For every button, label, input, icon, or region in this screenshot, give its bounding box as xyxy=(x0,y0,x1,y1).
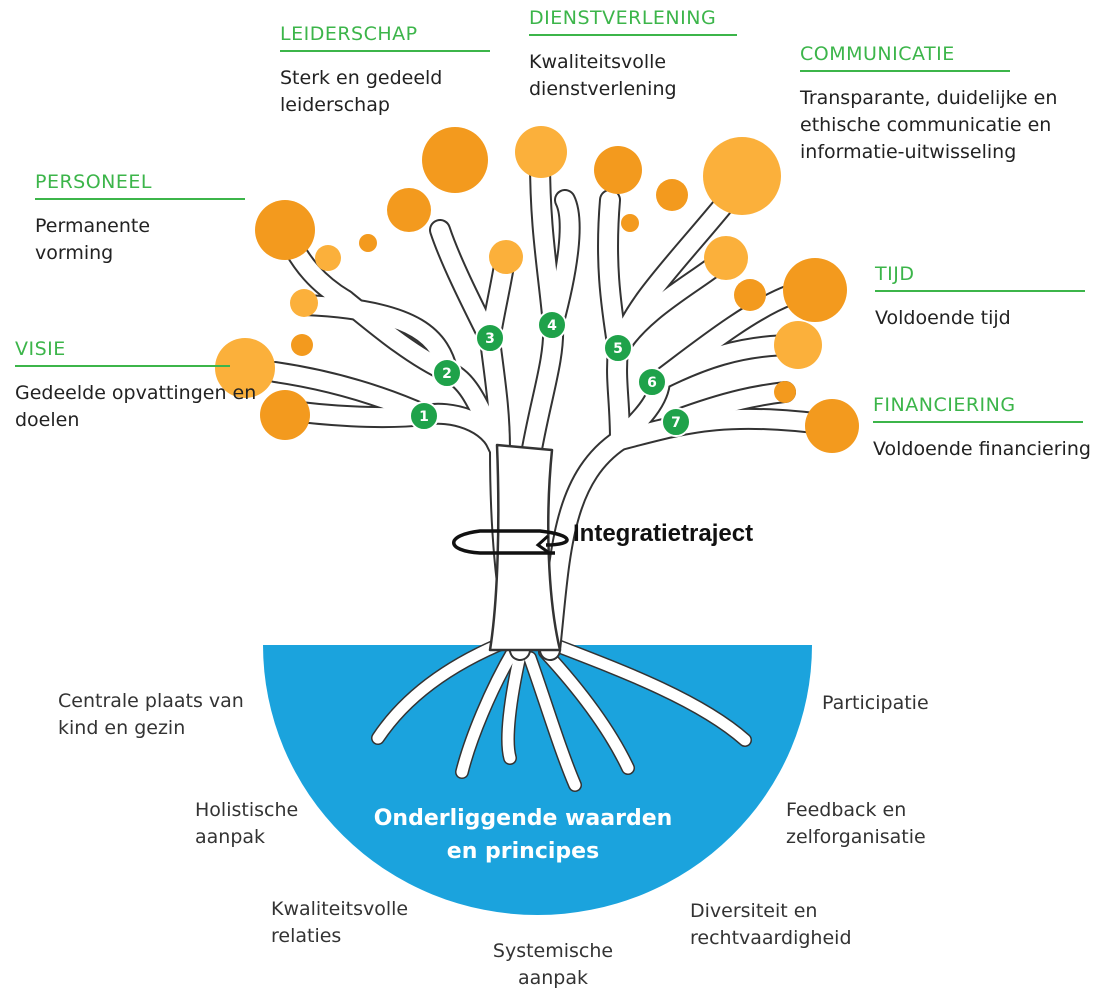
root-value-systemische-aanpak: Systemische aanpak xyxy=(492,940,614,989)
bubble xyxy=(621,214,639,232)
category-description: Voldoende tijd xyxy=(875,307,1011,329)
category-leiderschap: LEIDERSCHAP Sterk en gedeeld leiderschap xyxy=(280,22,495,119)
category-visie: VISIE Gedeelde opvattingen en doelen xyxy=(15,337,256,434)
bubble xyxy=(734,279,766,311)
bubble xyxy=(515,126,567,178)
bubble xyxy=(387,188,431,232)
root-value-kwaliteitsvolle-relaties: Kwaliteitsvolle relaties xyxy=(271,898,409,947)
bubble xyxy=(260,390,310,440)
bubble xyxy=(774,321,822,369)
category-dienstverlening: DIENSTVERLENING Kwaliteitsvolle dienstve… xyxy=(529,6,744,103)
category-description: Gedeelde opvattingen en doelen xyxy=(15,382,257,431)
category-title: COMMUNICATIE xyxy=(800,43,955,65)
category-description: Transparante, duidelijke en ethische com… xyxy=(800,87,1058,163)
category-title: FINANCIERING xyxy=(873,394,1016,416)
badge-circle xyxy=(637,367,667,397)
category-title: VISIE xyxy=(15,338,66,360)
category-description: Kwaliteitsvolle dienstverlening xyxy=(529,51,677,100)
bubble xyxy=(315,245,341,271)
category-description: Sterk en gedeeld leiderschap xyxy=(280,67,443,116)
branches xyxy=(264,149,841,661)
badge-number-5: 5 xyxy=(613,341,623,357)
badge-number-3: 3 xyxy=(485,331,495,347)
trunk-label: Integratietraject xyxy=(573,520,754,547)
bubble xyxy=(422,127,488,193)
category-description: Voldoende financiering xyxy=(873,438,1091,460)
bubble xyxy=(704,236,748,280)
badge-circle xyxy=(409,401,439,431)
category-tijd: TIJD Voldoende tijd xyxy=(875,262,1090,332)
category-communicatie: COMMUNICATIE Transparante, duidelijke en… xyxy=(800,42,1100,166)
roots-title: Onderliggende waarden en principes xyxy=(373,806,673,864)
tree-bubbles xyxy=(215,126,859,453)
bubble xyxy=(594,146,642,194)
badge-number-4: 4 xyxy=(547,318,557,334)
badge-number-1: 1 xyxy=(419,409,429,425)
bubble xyxy=(359,234,377,252)
category-description: Permanente vorming xyxy=(35,215,151,264)
category-title: LEIDERSCHAP xyxy=(280,23,418,45)
badge-circle xyxy=(603,333,633,363)
category-financiering: FINANCIERING Voldoende financiering xyxy=(873,393,1113,463)
bubble xyxy=(703,137,781,215)
number-badges: 1 2 3 4 5 6 7 xyxy=(409,310,691,437)
bubble xyxy=(805,399,859,453)
badge-circle xyxy=(475,323,505,353)
root-value-participatie: Participatie xyxy=(822,692,929,714)
bubble xyxy=(783,258,847,322)
category-divider xyxy=(875,290,1085,292)
badge-number-6: 6 xyxy=(647,375,657,391)
root-value-feedback: Feedback en zelforganisatie xyxy=(786,799,926,848)
bubble xyxy=(291,334,313,356)
integration-loop-icon xyxy=(452,529,569,555)
category-divider xyxy=(35,198,245,200)
bubble xyxy=(255,200,315,260)
category-title: PERSONEEL xyxy=(35,171,152,193)
bubble xyxy=(774,381,796,403)
root-value-diversiteit: Diversiteit en rechtvaardigheid xyxy=(690,900,852,949)
category-divider xyxy=(280,50,490,52)
category-title: TIJD xyxy=(875,263,915,285)
badge-circle xyxy=(661,407,691,437)
bubble xyxy=(215,338,275,398)
badge-number-7: 7 xyxy=(671,415,681,431)
category-divider xyxy=(873,421,1083,423)
root-value-centrale-plaats: Centrale plaats van kind en gezin xyxy=(58,690,244,739)
bubble xyxy=(290,289,318,317)
badge-circle xyxy=(432,358,462,388)
category-title: DIENSTVERLENING xyxy=(529,7,717,29)
badge-circle xyxy=(537,310,567,340)
category-divider xyxy=(529,34,737,36)
category-personeel: PERSONEEL Permanente vorming xyxy=(35,170,250,267)
badge-number-2: 2 xyxy=(442,366,452,382)
bubble xyxy=(656,179,688,211)
category-divider xyxy=(15,365,230,367)
bubble xyxy=(489,240,523,274)
root-value-holistische-aanpak: Holistische aanpak xyxy=(195,799,299,848)
category-divider xyxy=(800,70,1010,72)
roots xyxy=(371,633,752,792)
